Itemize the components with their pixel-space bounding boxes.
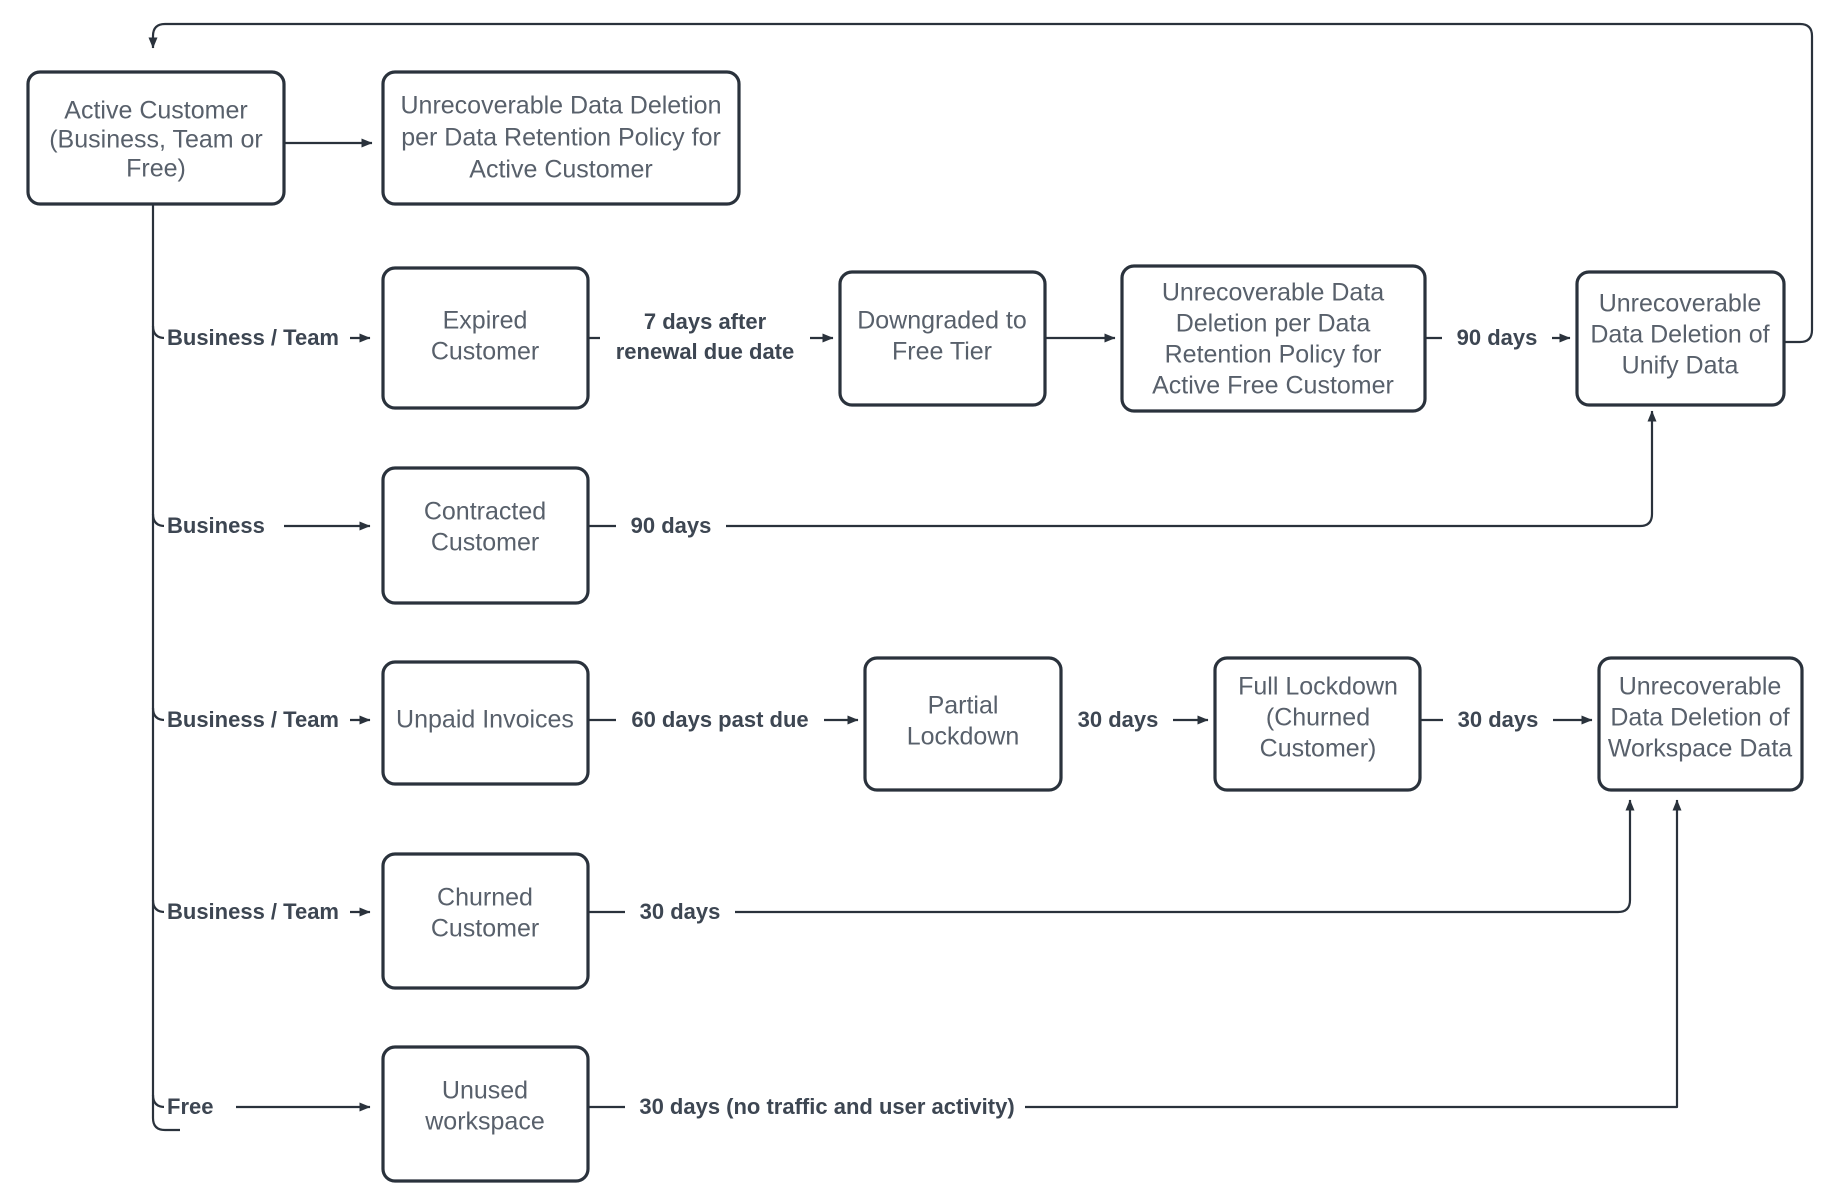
edge-label-contracted-to-unify: 90 days <box>631 513 712 538</box>
node-churned-customer-line-1: Churned <box>437 884 533 912</box>
node-unrec-active-line-3: Active Customer <box>469 156 652 184</box>
node-unused-workspace-box[interactable] <box>381 1045 590 1183</box>
node-unrec-unify-data-line-1: Unrecoverable <box>1599 290 1762 318</box>
node-unused-workspace-line-2: workspace <box>424 1108 545 1136</box>
edge-label-branch-churned: Business / Team <box>167 899 339 924</box>
node-unpaid-invoices[interactable]: Unpaid Invoices <box>381 660 590 786</box>
edge-label-expired-to-downgraded-line2: renewal due date <box>616 339 795 364</box>
node-unrec-workspace-data-line-2: Data Deletion of <box>1610 704 1789 732</box>
node-downgraded-free-tier-box[interactable] <box>838 270 1047 407</box>
node-active-customer-box[interactable] <box>26 70 286 206</box>
node-full-lockdown-box[interactable] <box>1213 656 1422 792</box>
node-expired-customer[interactable]: Expired Customer <box>381 266 590 410</box>
edge-label-branch-expired: Business / Team <box>167 325 339 350</box>
edge-contracted-to-unify <box>588 410 1657 528</box>
edge-churned-to-workspace <box>588 799 1635 914</box>
node-unrec-unify-data-line-3: Unify Data <box>1622 352 1739 380</box>
edge-label-branch-contracted: Business <box>167 513 265 538</box>
edge-unused-to-workspace <box>588 799 1682 1109</box>
node-unrec-free-customer-box[interactable] <box>1120 264 1427 413</box>
node-partial-lockdown[interactable]: Partial Lockdown <box>863 656 1063 792</box>
node-unrec-workspace-data[interactable]: Unrecoverable Data Deletion of Workspace… <box>1597 656 1804 792</box>
edge-active-trunk <box>151 204 180 1132</box>
node-expired-customer-line-1: Expired <box>443 307 528 335</box>
edge-unify-to-active-loopback <box>148 22 1814 344</box>
node-unrec-unify-data-line-2: Data Deletion of <box>1590 321 1769 349</box>
node-unpaid-invoices-box[interactable] <box>381 660 590 786</box>
edge-label-churned-to-workspace: 30 days <box>640 899 721 924</box>
node-expired-customer-box[interactable] <box>381 266 590 410</box>
node-unrec-active-line-1: Unrecoverable Data Deletion <box>400 92 721 120</box>
node-unused-workspace-line-1: Unused <box>442 1077 528 1105</box>
node-unrec-free-customer-line-3: Retention Policy for <box>1165 341 1382 369</box>
node-contracted-customer-box[interactable] <box>381 466 590 605</box>
node-unrec-workspace-data-line-1: Unrecoverable <box>1619 673 1782 701</box>
edge-label-unpaid-to-partial: 60 days past due <box>631 707 808 732</box>
node-unrec-free-customer-line-2: Deletion per Data <box>1176 310 1371 338</box>
node-full-lockdown-line-1: Full Lockdown <box>1238 673 1398 701</box>
node-unrec-active-box[interactable] <box>381 70 741 206</box>
node-unrec-free-customer-line-4: Active Free Customer <box>1152 372 1394 400</box>
node-full-lockdown-line-3: Customer) <box>1260 735 1377 763</box>
edge-label-full-to-workspace: 30 days <box>1458 707 1539 732</box>
node-contracted-customer-line-1: Contracted <box>424 498 546 526</box>
node-churned-customer-line-2: Customer <box>431 915 539 943</box>
node-unused-workspace[interactable]: Unused workspace <box>381 1045 590 1183</box>
edge-label-expired-to-downgraded-line1: 7 days after <box>644 309 767 334</box>
node-downgraded-free-tier-line-2: Free Tier <box>892 338 992 366</box>
node-active-customer[interactable]: Active Customer (Business, Team or Free) <box>26 70 286 206</box>
node-unrec-free-customer-line-1: Unrecoverable Data <box>1162 279 1384 307</box>
edge-label-layer: Business / Team Business Business / Team… <box>164 305 1553 1123</box>
node-unrec-free-customer[interactable]: Unrecoverable Data Deletion per Data Ret… <box>1120 264 1427 413</box>
node-unrec-active-line-2: per Data Retention Policy for <box>401 124 721 152</box>
edge-label-branch-unpaid: Business / Team <box>167 707 339 732</box>
edge-label-unrecfree-to-unify: 90 days <box>1457 325 1538 350</box>
node-full-lockdown-line-2: (Churned <box>1266 704 1370 732</box>
edge-label-unused-to-workspace: 30 days (no traffic and user activity) <box>639 1094 1014 1119</box>
node-downgraded-free-tier-line-1: Downgraded to <box>857 307 1027 335</box>
node-unrec-active[interactable]: Unrecoverable Data Deletion per Data Ret… <box>381 70 741 206</box>
node-partial-lockdown-box[interactable] <box>863 656 1063 792</box>
node-full-lockdown[interactable]: Full Lockdown (Churned Customer) <box>1213 656 1422 792</box>
node-churned-customer[interactable]: Churned Customer <box>381 852 590 990</box>
node-unpaid-invoices-line-1: Unpaid Invoices <box>396 706 574 734</box>
node-active-customer-line-1: Active Customer <box>64 97 247 125</box>
node-downgraded-free-tier[interactable]: Downgraded to Free Tier <box>838 270 1047 407</box>
node-layer: Active Customer (Business, Team or Free)… <box>26 70 1804 1183</box>
node-unrec-workspace-data-line-3: Workspace Data <box>1608 735 1792 763</box>
node-unrec-unify-data[interactable]: Unrecoverable Data Deletion of Unify Dat… <box>1575 270 1786 407</box>
node-partial-lockdown-line-2: Lockdown <box>907 723 1020 751</box>
node-churned-customer-box[interactable] <box>381 852 590 990</box>
node-partial-lockdown-line-1: Partial <box>928 692 999 720</box>
node-unrec-unify-data-box[interactable] <box>1575 270 1786 407</box>
node-active-customer-line-3: Free) <box>126 155 186 183</box>
node-unrec-workspace-data-box[interactable] <box>1597 656 1804 792</box>
edge-label-partial-to-full: 30 days <box>1078 707 1159 732</box>
node-contracted-customer-line-2: Customer <box>431 529 539 557</box>
edge-label-branch-unused: Free <box>167 1094 213 1119</box>
node-contracted-customer[interactable]: Contracted Customer <box>381 466 590 605</box>
node-active-customer-line-2: (Business, Team or <box>49 126 263 154</box>
node-expired-customer-line-2: Customer <box>431 338 539 366</box>
